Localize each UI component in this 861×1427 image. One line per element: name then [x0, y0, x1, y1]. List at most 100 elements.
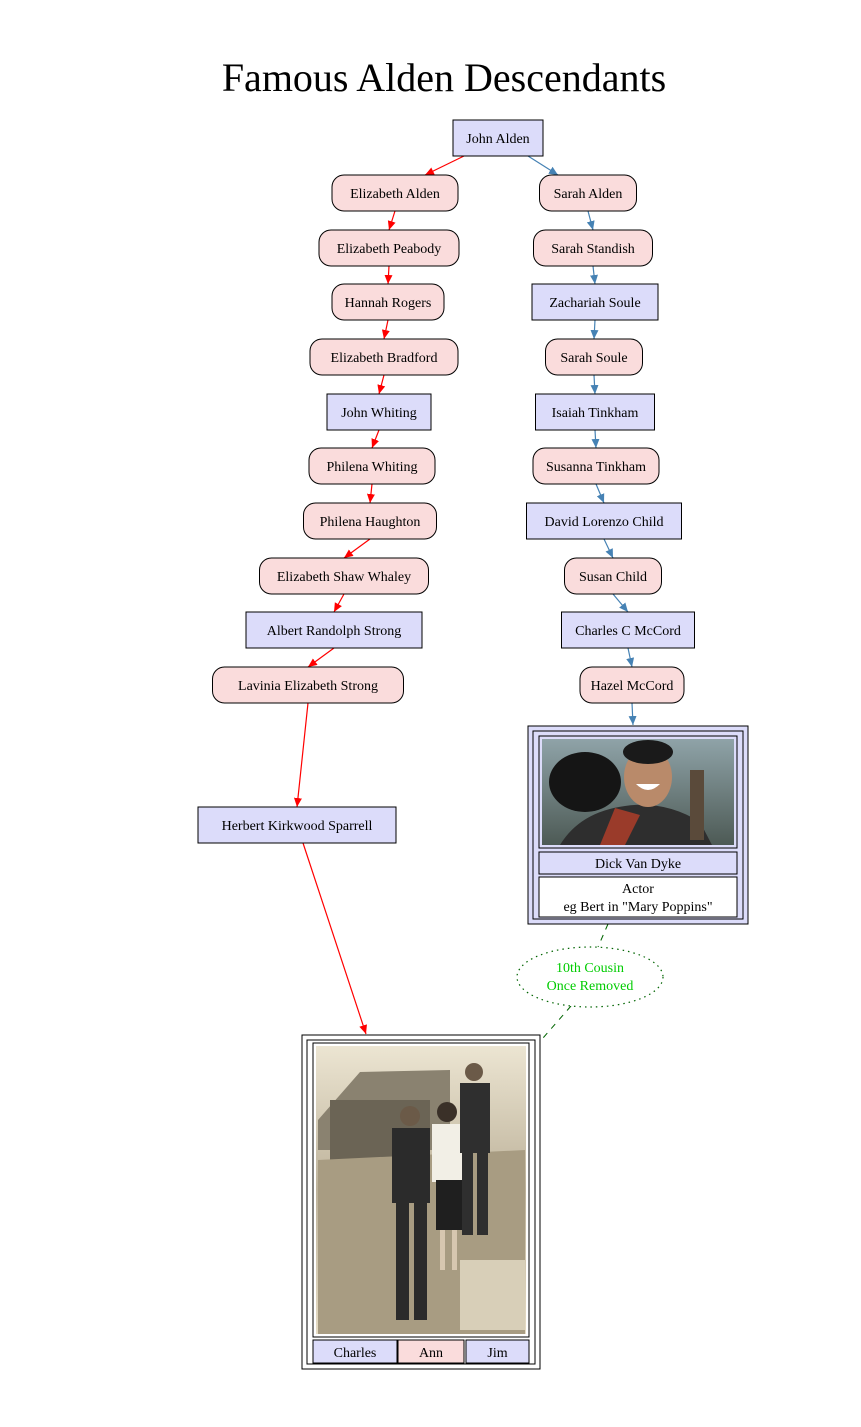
person-box [331, 174, 459, 212]
descent-arrow [333, 593, 345, 613]
descent-arrow [590, 265, 598, 285]
relation-line1: 10th Cousin [556, 961, 624, 976]
person-node-elizabeth-shaw-whaley: Elizabeth Shaw Whaley [259, 557, 429, 595]
edges [293, 155, 637, 1039]
person-node-john-alden: John Alden [452, 119, 544, 157]
relation-connector [597, 923, 609, 948]
person-box [197, 806, 397, 844]
person-node-david-lorenzo-child: David Lorenzo Child [526, 502, 682, 540]
person-box [259, 557, 429, 595]
family-member-cell [465, 1339, 530, 1364]
person-box [245, 611, 423, 649]
person-box [539, 174, 637, 212]
famous-name: Dick Van Dyke [595, 857, 681, 872]
descent-arrow [424, 155, 465, 176]
family-member-name: Charles [334, 1346, 377, 1361]
person-name: Lavinia Elizabeth Strong [238, 679, 378, 694]
person-box [533, 229, 653, 267]
descent-arrow [384, 265, 393, 285]
person-name: Philena Whiting [326, 460, 417, 475]
person-node-john-whiting: John Whiting [326, 393, 432, 431]
person-name: Elizabeth Shaw Whaley [277, 570, 411, 585]
person-name: John Whiting [341, 406, 417, 421]
person-box [545, 338, 643, 376]
person-node-albert-randolph-strong: Albert Randolph Strong [245, 611, 423, 649]
descent-arrow [591, 429, 600, 449]
person-box [564, 557, 662, 595]
descent-arrow [586, 210, 595, 231]
descent-arrow [527, 155, 559, 176]
person-name: Herbert Kirkwood Sparrell [222, 819, 373, 834]
famous-record-node: Dick Van Dyke Actor eg Bert in "Mary Pop… [527, 725, 749, 925]
person-box [303, 502, 437, 540]
person-node-isaiah-tinkham: Isaiah Tinkham [535, 393, 655, 431]
descent-arrow [595, 483, 605, 504]
family-cells: Charles Ann Jim [312, 1339, 530, 1364]
person-name: Hazel McCord [591, 679, 674, 694]
family-member-jim: Jim [465, 1339, 530, 1364]
person-node-philena-haughton: Philena Haughton [303, 502, 437, 540]
person-name: Isaiah Tinkham [552, 406, 639, 421]
person-box [452, 119, 544, 157]
descent-arrow [381, 319, 390, 340]
descent-arrow [590, 374, 599, 395]
person-box [532, 447, 660, 485]
person-name: Sarah Soule [560, 351, 627, 366]
person-node-susan-child: Susan Child [564, 557, 662, 595]
person-box [326, 393, 432, 431]
descent-arrow [293, 702, 309, 808]
famous-description-line1: Actor [622, 882, 654, 897]
descent-arrow [307, 647, 335, 668]
descent-arrow [590, 319, 599, 340]
person-name: Susanna Tinkham [546, 460, 646, 475]
descent-arrow [377, 374, 386, 395]
descent-arrow [628, 702, 637, 726]
person-node-sarah-alden: Sarah Alden [539, 174, 637, 212]
family-member-ann: Ann [397, 1339, 465, 1364]
person-box [309, 338, 459, 376]
person-name: Sarah Standish [551, 242, 635, 257]
person-name: Elizabeth Bradford [331, 351, 438, 366]
person-name: Philena Haughton [320, 515, 421, 530]
relation-line2: Once Removed [547, 979, 634, 994]
person-name: David Lorenzo Child [545, 515, 664, 530]
actor-photo [542, 739, 734, 845]
descent-arrow [603, 538, 614, 559]
family-record-node: Charles Ann Jim [301, 1034, 541, 1370]
person-node-hazel-mccord: Hazel McCord [579, 666, 685, 704]
person-name: Susan Child [579, 570, 647, 585]
descent-arrow [343, 538, 371, 559]
person-name: John Alden [466, 132, 529, 147]
family-member-name: Ann [419, 1346, 443, 1361]
person-box [561, 611, 695, 649]
descent-arrow [371, 429, 380, 449]
person-box [579, 666, 685, 704]
person-node-sarah-standish: Sarah Standish [533, 229, 653, 267]
person-node-elizabeth-alden: Elizabeth Alden [331, 174, 459, 212]
person-node-philena-whiting: Philena Whiting [308, 447, 436, 485]
person-right-figure [460, 1063, 490, 1235]
person-name: Elizabeth Alden [350, 187, 440, 202]
page-title: Famous Alden Descendants [222, 55, 666, 100]
person-node-lavinia-elizabeth-strong: Lavinia Elizabeth Strong [212, 666, 404, 704]
person-name: Charles C McCord [575, 624, 681, 639]
family-member-cell [312, 1339, 398, 1364]
person-left-figure [392, 1106, 430, 1320]
person-name: Elizabeth Peabody [337, 242, 442, 257]
descent-arrow [626, 647, 635, 668]
person-node-zachariah-soule: Zachariah Soule [531, 283, 659, 321]
person-box [331, 283, 445, 321]
descent-arrow [387, 210, 396, 231]
person-node-herbert-kirkwood-sparrell: Herbert Kirkwood Sparrell [197, 806, 397, 844]
relation-connector [542, 1005, 572, 1039]
person-node-hannah-rogers: Hannah Rogers [331, 283, 445, 321]
person-middle-figure [432, 1102, 466, 1270]
person-node-elizabeth-bradford: Elizabeth Bradford [309, 338, 459, 376]
person-node-charles-c-mccord: Charles C McCord [561, 611, 695, 649]
relation-label: 10th Cousin Once Removed [516, 946, 664, 1008]
person-name: Sarah Alden [554, 187, 623, 202]
family-member-name: Jim [487, 1346, 507, 1361]
person-node-elizabeth-peabody: Elizabeth Peabody [318, 229, 460, 267]
